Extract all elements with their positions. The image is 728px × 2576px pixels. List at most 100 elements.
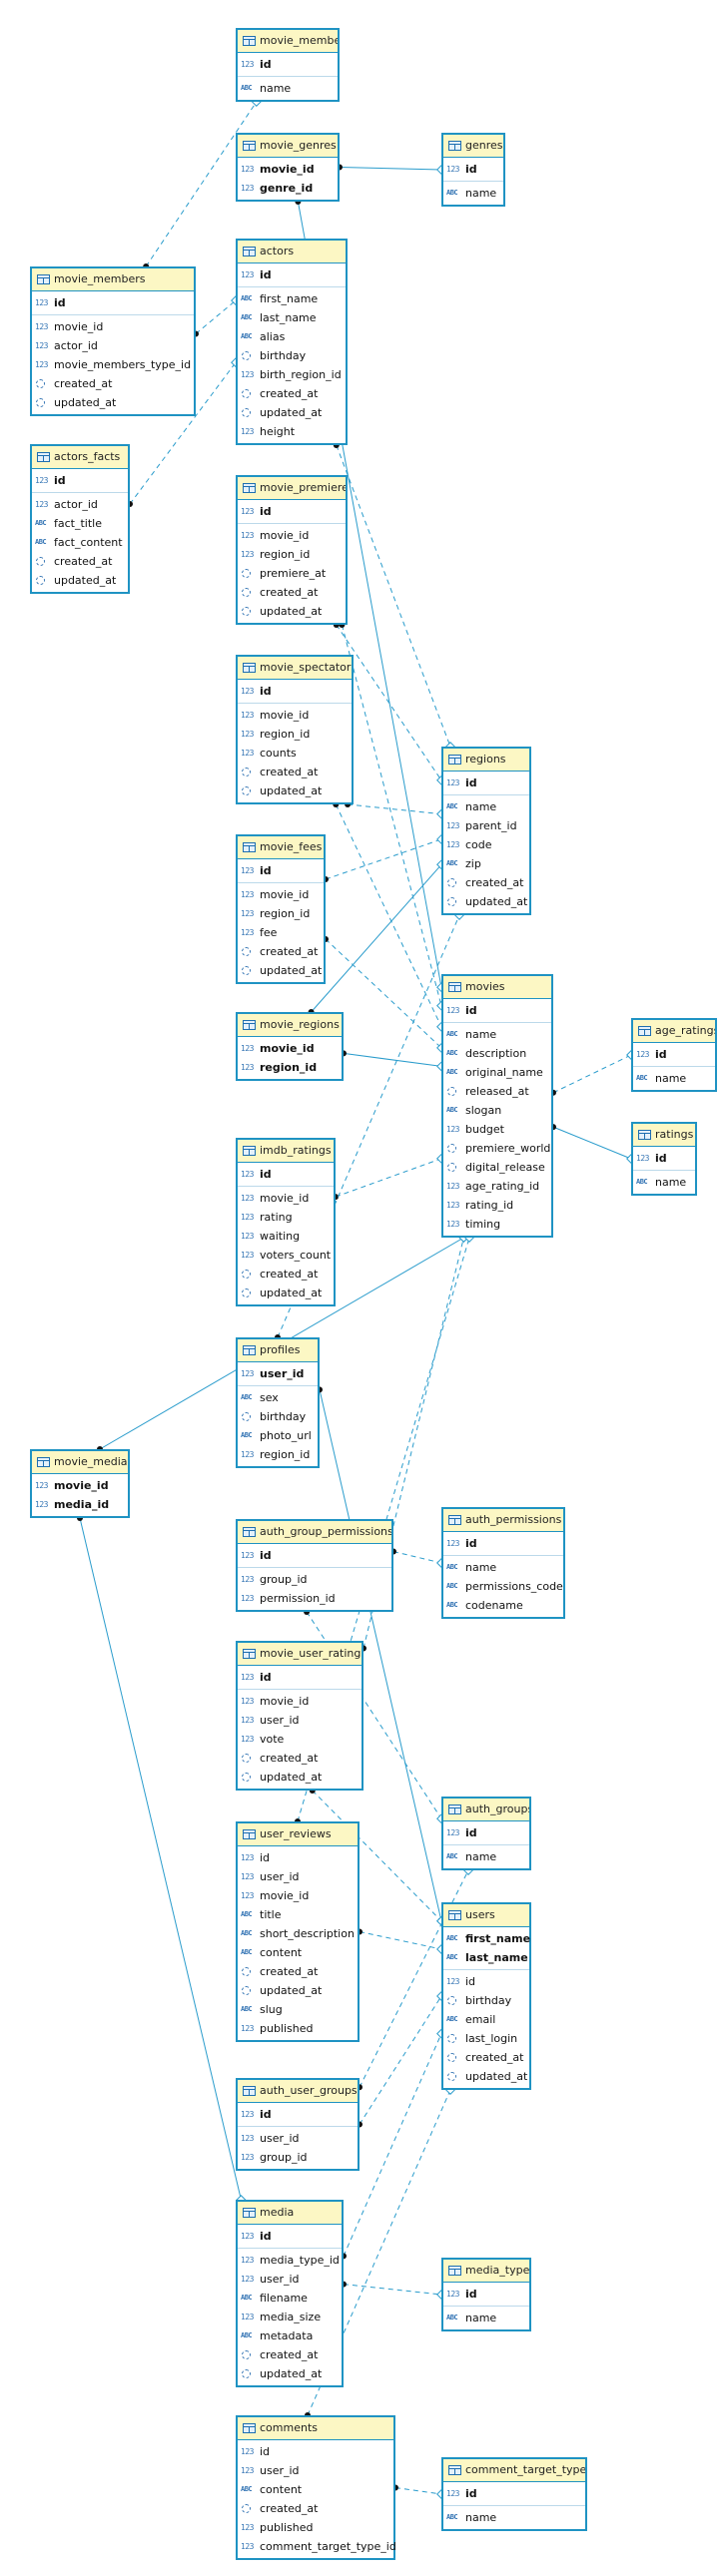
column-row[interactable]: birthday [443, 1991, 529, 2010]
table-header[interactable]: actors [238, 241, 346, 263]
table-header[interactable]: age_ratings [633, 1020, 715, 1043]
table-header[interactable]: movie_members [32, 268, 194, 291]
column-row[interactable]: updated_at [443, 892, 529, 911]
table-header[interactable]: user_reviews [238, 1823, 358, 1846]
column-row[interactable]: created_at [238, 384, 346, 403]
column-row[interactable]: updated_at [238, 781, 352, 800]
table-header[interactable]: comments [238, 2417, 393, 2440]
table-header[interactable]: auth_permissions [443, 1509, 563, 1532]
column-row[interactable]: updated_at [238, 961, 324, 980]
column-row[interactable]: updated_at [238, 1284, 334, 1302]
table-header[interactable]: movie_premiere [238, 477, 346, 500]
table-header[interactable]: profiles [238, 1339, 318, 1362]
column-row[interactable]: birthday [238, 1407, 318, 1426]
table-header[interactable]: ratings [633, 1124, 695, 1147]
table-header[interactable]: media_types [443, 2260, 529, 2283]
column-row[interactable]: premiere_at [238, 564, 346, 583]
table-header[interactable]: auth_group_permissions [238, 1521, 391, 1544]
table-header[interactable]: regions [443, 749, 529, 772]
table-header[interactable]: comment_target_types [443, 2459, 585, 2482]
table-header[interactable]: movies [443, 976, 551, 999]
column-row[interactable]: created_at [443, 873, 529, 892]
column-row[interactable]: updated_at [443, 2067, 529, 2086]
column-row[interactable]: created_at [238, 1962, 358, 1981]
column-row[interactable]: created_at [443, 2048, 529, 2067]
table-header[interactable]: movie_genres [238, 135, 338, 158]
table-header[interactable]: imdb_ratings [238, 1140, 334, 1163]
column-row[interactable]: created_at [32, 374, 194, 393]
table-header[interactable]: movie_regions [238, 1014, 342, 1037]
column-row[interactable]: updated_at [238, 1981, 358, 2000]
